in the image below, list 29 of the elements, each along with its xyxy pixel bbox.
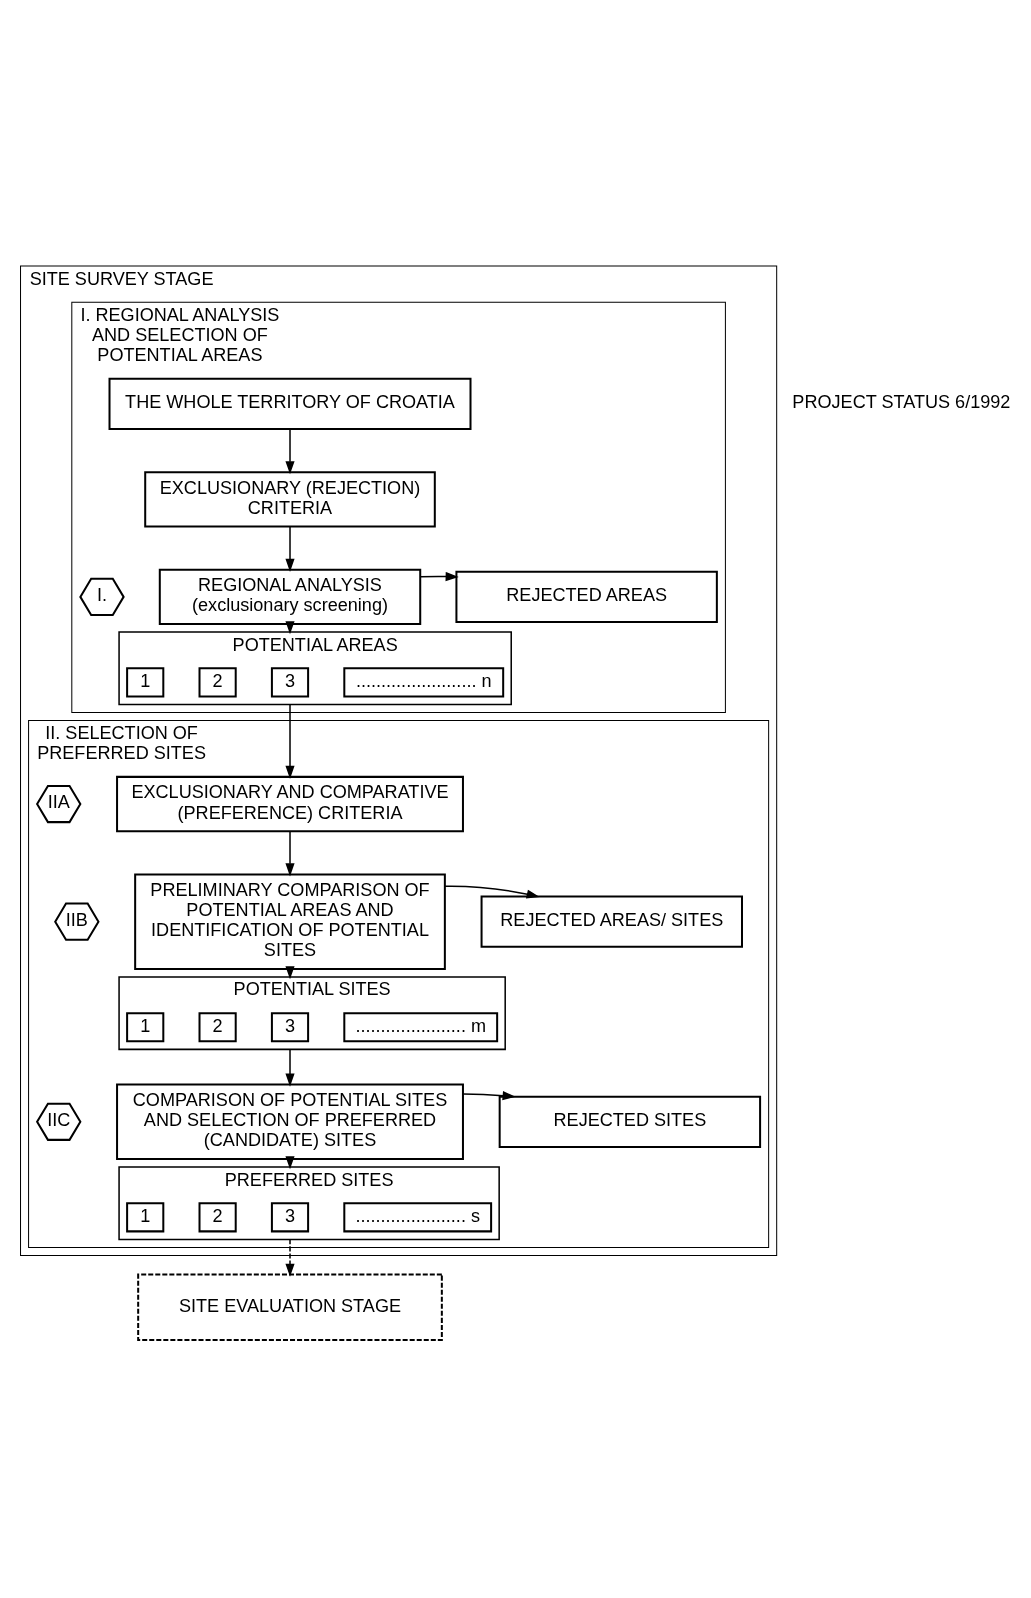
- node-box: REJECTED AREAS/ SITES: [480, 895, 743, 948]
- node-box: SITE EVALUATION STAGE: [137, 1273, 443, 1341]
- arrow: [285, 703, 295, 779]
- arrow: [419, 572, 459, 582]
- node-box: ...................... m: [343, 1012, 499, 1043]
- node-box: 3: [270, 1012, 310, 1043]
- arrow: [444, 885, 540, 899]
- node-box: 2: [198, 1012, 237, 1043]
- node-box: ...................... s: [343, 1202, 493, 1233]
- node-box: REJECTED AREAS: [455, 570, 718, 624]
- arrow: [285, 525, 295, 572]
- node-box: 1: [126, 667, 165, 698]
- node-box: EXCLUSIONARY (REJECTION) CRITERIA: [144, 471, 436, 528]
- node-box: 2: [198, 1202, 237, 1233]
- arrow: [285, 428, 295, 475]
- node-box: REJECTED SITES: [498, 1095, 762, 1148]
- node-box: 3: [270, 667, 310, 698]
- node-box: THE WHOLE TERRITORY OF CROATIA: [108, 377, 472, 430]
- arrow: [285, 1048, 295, 1087]
- node-box: 1: [126, 1012, 165, 1043]
- arrow: [285, 1238, 295, 1277]
- node-box: 1: [126, 1202, 165, 1233]
- arrow: [285, 830, 295, 877]
- label: PROJECT STATUS 6/1992: [792, 392, 1011, 413]
- node-box: 3: [270, 1202, 310, 1233]
- node-box: 2: [198, 667, 237, 698]
- node-box: ........................ n: [343, 667, 505, 698]
- node-box: EXCLUSIONARY AND COMPARATIVE (PREFERENCE) CRITERIA: [116, 775, 464, 833]
- arrow: [462, 1091, 516, 1101]
